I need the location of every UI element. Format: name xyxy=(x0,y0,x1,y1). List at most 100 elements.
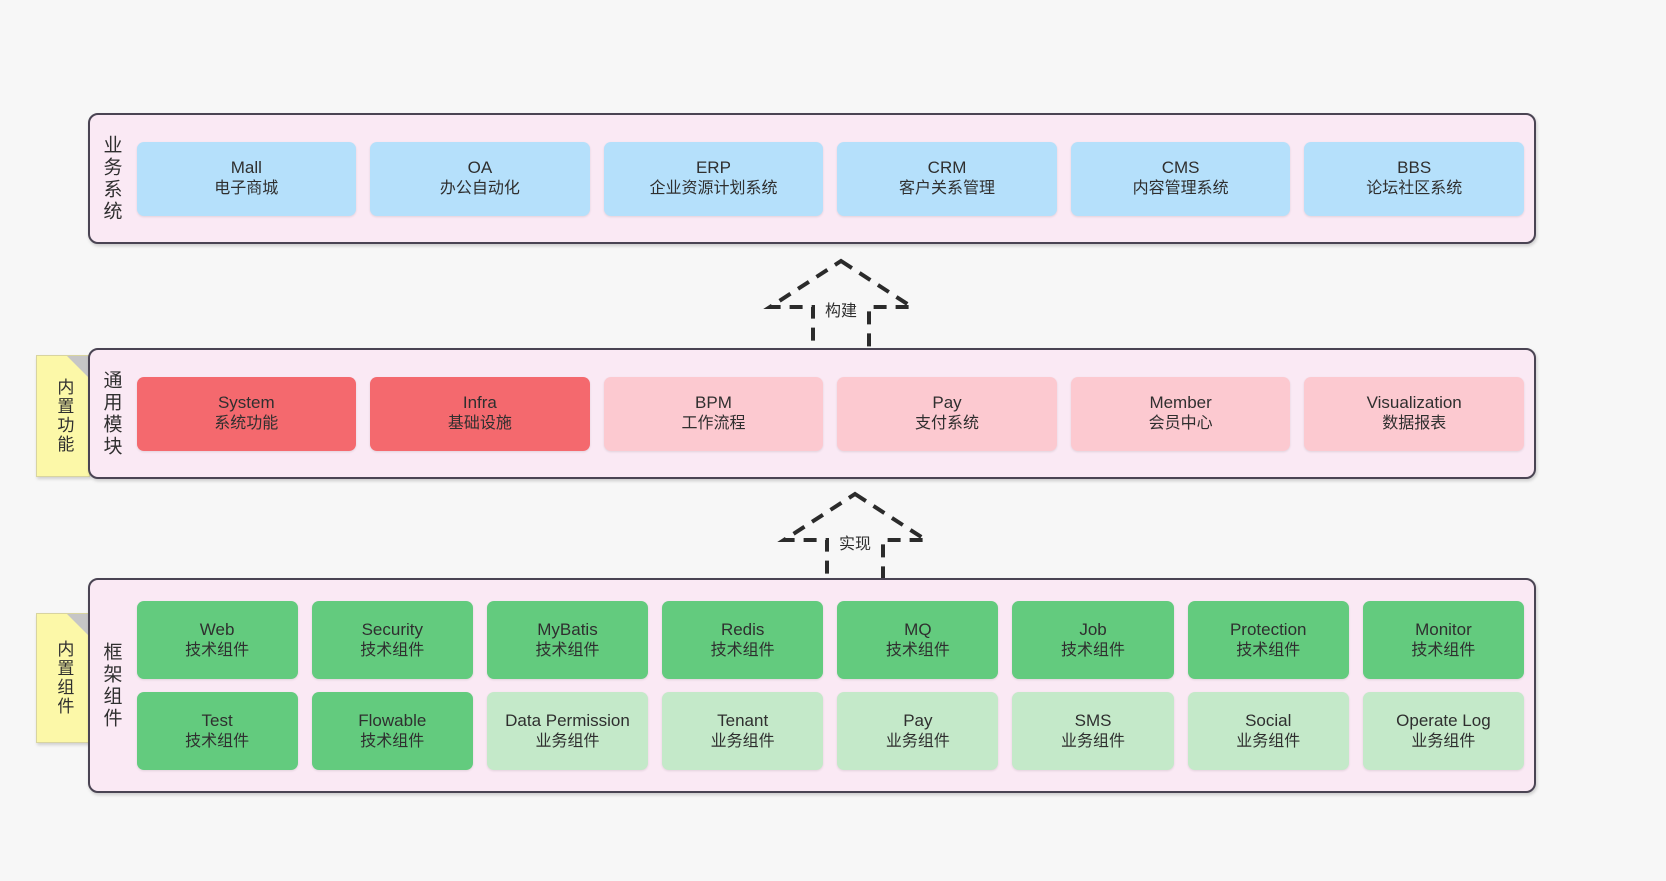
layer-content: Mall 电子商城 OA 办公自动化 ERP 企业资源计划系统 CRM 客户关系… xyxy=(127,115,1534,242)
card-name: System xyxy=(217,393,275,413)
module-card-member[interactable]: Member 会员中心 xyxy=(1070,376,1291,451)
layer-title: 框架组件 xyxy=(100,641,122,730)
layer-content: System 系统功能 Infra 基础设施 BPM 工作流程 Pay 支付系统… xyxy=(127,350,1534,477)
card-subtitle: 支付系统 xyxy=(915,415,980,433)
card-subtitle: 基础设施 xyxy=(447,415,512,433)
module-card-crm[interactable]: CRM 客户关系管理 xyxy=(837,141,1057,216)
card-subtitle: 数据报表 xyxy=(1382,415,1447,433)
component-card-mybatis[interactable]: MyBatis 技术组件 xyxy=(486,601,649,679)
module-card-bpm[interactable]: BPM 工作流程 xyxy=(603,376,824,451)
card-subtitle: 业务组件 xyxy=(710,732,775,750)
card-name: Monitor xyxy=(1415,619,1472,639)
card-subtitle: 客户关系管理 xyxy=(899,180,996,198)
card-subtitle: 工作流程 xyxy=(681,415,746,433)
card-name: Operate Log xyxy=(1396,710,1491,730)
module-card-visualization[interactable]: Visualization 数据报表 xyxy=(1304,376,1524,451)
card-subtitle: 技术组件 xyxy=(360,732,425,750)
card-subtitle: 内容管理系统 xyxy=(1132,180,1229,198)
component-card-sms[interactable]: SMS 业务组件 xyxy=(1012,692,1174,770)
card-name: CRM xyxy=(927,158,967,178)
component-card-security[interactable]: Security 技术组件 xyxy=(311,601,473,679)
component-card-test[interactable]: Test 技术组件 xyxy=(136,692,298,770)
component-card-web[interactable]: Web 技术组件 xyxy=(136,601,298,679)
module-card-mall[interactable]: Mall 电子商城 xyxy=(136,141,357,216)
component-card-social[interactable]: Social 业务组件 xyxy=(1187,692,1349,770)
layer-framework-components[interactable]: 框架组件 Web 技术组件 Security 技术组件 MyBatis 技术组件… xyxy=(88,578,1536,793)
component-card-redis[interactable]: Redis 技术组件 xyxy=(662,601,824,679)
card-row: Test 技术组件 Flowable 技术组件 Data Permission … xyxy=(136,692,1525,770)
note-label: 内置功能 xyxy=(54,378,74,454)
card-subtitle: 技术组件 xyxy=(710,641,775,659)
card-name: Visualization xyxy=(1366,393,1462,413)
note-builtin-functions[interactable]: 内置功能 xyxy=(36,355,90,477)
module-card-bbs[interactable]: BBS 论坛社区系统 xyxy=(1304,141,1524,216)
card-subtitle: 技术组件 xyxy=(185,641,250,659)
component-card-mq[interactable]: MQ 技术组件 xyxy=(837,601,999,679)
card-name: Mall xyxy=(230,158,262,178)
card-name: Pay xyxy=(932,393,962,413)
card-name: Job xyxy=(1079,619,1107,639)
card-subtitle: 技术组件 xyxy=(1236,641,1301,659)
connector-implement: 实现 xyxy=(770,490,940,590)
layer-common-modules[interactable]: 通用模块 System 系统功能 Infra 基础设施 BPM 工作流程 Pay… xyxy=(88,348,1536,479)
note-label: 内置组件 xyxy=(54,640,74,716)
component-card-monitor[interactable]: Monitor 技术组件 xyxy=(1362,601,1525,679)
card-subtitle: 技术组件 xyxy=(535,641,600,659)
card-subtitle: 技术组件 xyxy=(1411,641,1476,659)
card-subtitle: 技术组件 xyxy=(885,641,950,659)
card-name: MyBatis xyxy=(537,619,598,639)
layer-title: 业务系统 xyxy=(100,134,122,223)
card-subtitle: 业务组件 xyxy=(1411,732,1476,750)
card-name: OA xyxy=(467,158,493,178)
card-name: Data Permission xyxy=(505,710,630,730)
card-subtitle: 业务组件 xyxy=(1236,732,1301,750)
module-card-erp[interactable]: ERP 企业资源计划系统 xyxy=(603,141,824,216)
component-card-job[interactable]: Job 技术组件 xyxy=(1012,601,1174,679)
card-name: Pay xyxy=(903,710,933,730)
layer-content: Web 技术组件 Security 技术组件 MyBatis 技术组件 Redi… xyxy=(127,580,1534,791)
component-card-tenant[interactable]: Tenant 业务组件 xyxy=(662,692,824,770)
connector-label: 构建 xyxy=(824,303,858,320)
card-name: Flowable xyxy=(358,710,427,730)
page-fold-icon xyxy=(67,614,89,636)
card-name: Protection xyxy=(1229,619,1307,639)
card-subtitle: 业务组件 xyxy=(535,732,600,750)
card-subtitle: 办公自动化 xyxy=(439,180,520,198)
card-name: CMS xyxy=(1161,158,1200,178)
card-name: Security xyxy=(361,619,423,639)
card-subtitle: 业务组件 xyxy=(1061,732,1126,750)
module-card-cms[interactable]: CMS 内容管理系统 xyxy=(1070,141,1291,216)
card-subtitle: 技术组件 xyxy=(185,732,250,750)
card-subtitle: 论坛社区系统 xyxy=(1366,180,1463,198)
card-name: BPM xyxy=(695,393,732,413)
page-fold-icon xyxy=(67,356,89,378)
module-card-oa[interactable]: OA 办公自动化 xyxy=(370,141,590,216)
card-name: ERP xyxy=(695,158,731,178)
card-name: Redis xyxy=(720,619,765,639)
card-name: Web xyxy=(199,619,235,639)
card-subtitle: 会员中心 xyxy=(1148,415,1213,433)
card-name: BBS xyxy=(1397,158,1432,178)
connector-build: 构建 xyxy=(756,257,926,357)
component-card-operate-log[interactable]: Operate Log 业务组件 xyxy=(1362,692,1525,770)
component-card-protection[interactable]: Protection 技术组件 xyxy=(1187,601,1349,679)
card-name: Member xyxy=(1149,393,1212,413)
card-name: SMS xyxy=(1074,710,1112,730)
card-name: MQ xyxy=(904,619,932,639)
module-card-infra[interactable]: Infra 基础设施 xyxy=(370,376,590,451)
component-card-flowable[interactable]: Flowable 技术组件 xyxy=(311,692,473,770)
card-name: Test xyxy=(201,710,233,730)
module-card-system[interactable]: System 系统功能 xyxy=(136,376,357,451)
card-name: Tenant xyxy=(717,710,769,730)
card-subtitle: 业务组件 xyxy=(885,732,950,750)
layer-business-systems[interactable]: 业务系统 Mall 电子商城 OA 办公自动化 ERP 企业资源计划系统 CRM… xyxy=(88,113,1536,244)
layer-title: 通用模块 xyxy=(100,369,122,458)
card-subtitle: 技术组件 xyxy=(360,641,425,659)
card-name: Social xyxy=(1245,710,1292,730)
note-builtin-components[interactable]: 内置组件 xyxy=(36,613,90,743)
component-card-data-permission[interactable]: Data Permission 业务组件 xyxy=(486,692,649,770)
component-card-pay[interactable]: Pay 业务组件 xyxy=(837,692,999,770)
module-card-pay[interactable]: Pay 支付系统 xyxy=(837,376,1057,451)
card-subtitle: 企业资源计划系统 xyxy=(649,180,778,198)
